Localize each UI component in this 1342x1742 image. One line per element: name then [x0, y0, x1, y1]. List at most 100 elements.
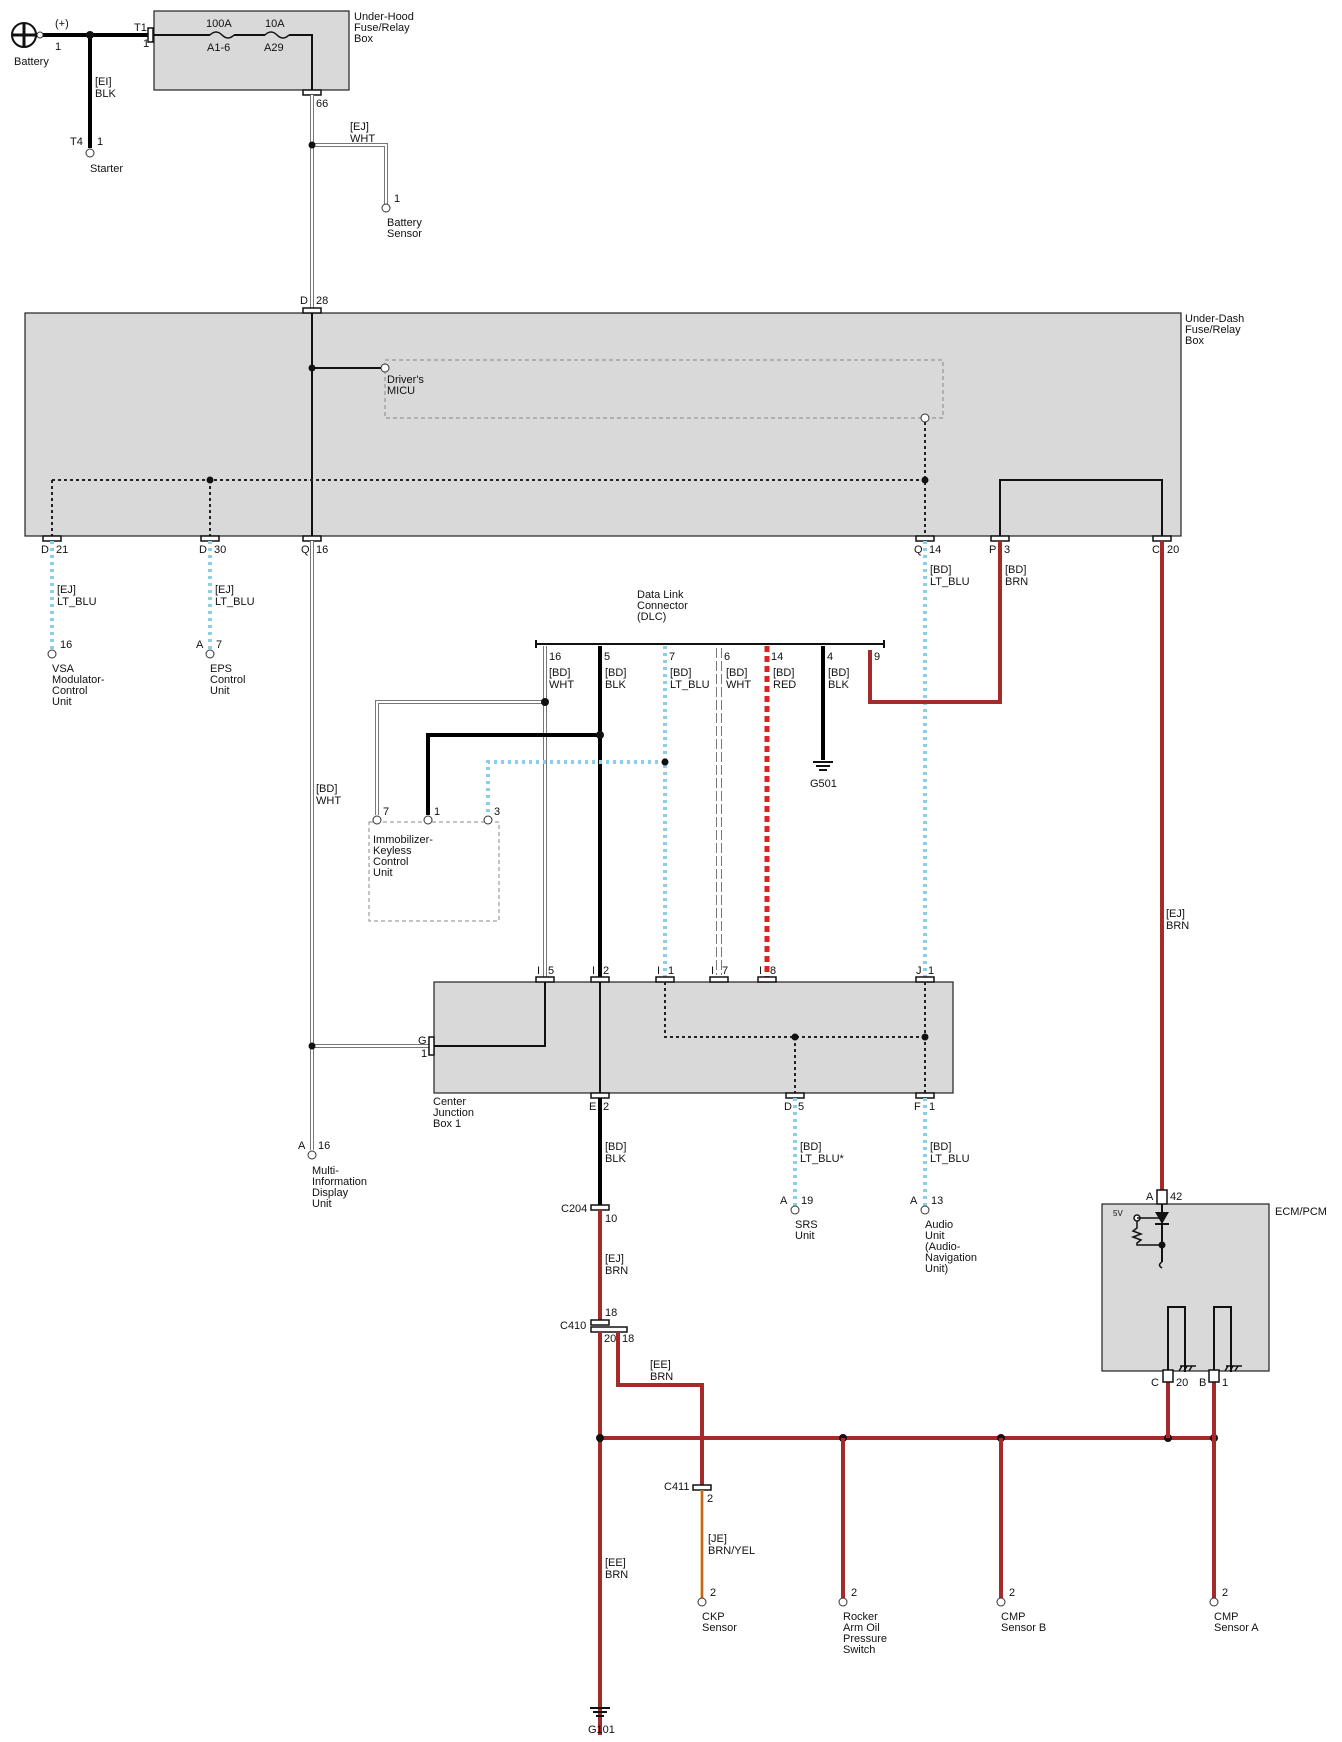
- svg-text:LT_BLU: LT_BLU: [930, 1153, 970, 1165]
- svg-text:Driver's: Driver's: [387, 374, 424, 386]
- svg-text:1: 1: [929, 1101, 935, 1113]
- svg-text:[EJ]: [EJ]: [57, 584, 76, 596]
- svg-text:Display: Display: [312, 1187, 349, 1199]
- svg-text:Center: Center: [433, 1096, 466, 1108]
- svg-text:[BD]: [BD]: [670, 667, 691, 679]
- svg-text:C410: C410: [560, 1320, 586, 1332]
- svg-text:Control: Control: [373, 856, 408, 868]
- svg-text:6: 6: [724, 651, 730, 663]
- rocker-terminal: [838, 1597, 848, 1607]
- svg-text:7: 7: [216, 639, 222, 651]
- svg-text:5V: 5V: [1113, 1209, 1123, 1218]
- svg-text:[BD]: [BD]: [316, 783, 337, 795]
- svg-text:2: 2: [851, 1587, 857, 1599]
- svg-text:LT_BLU: LT_BLU: [215, 596, 255, 608]
- svg-text:A: A: [780, 1195, 788, 1207]
- q16-connector: [302, 535, 322, 542]
- imm-pin7-terminal: [372, 815, 382, 825]
- svg-text:LT_BLU: LT_BLU: [670, 679, 710, 691]
- svg-text:66: 66: [316, 98, 328, 110]
- svg-text:A1-6: A1-6: [207, 42, 230, 54]
- svg-text:42: 42: [1170, 1191, 1182, 1203]
- svg-text:2: 2: [603, 1101, 609, 1113]
- svg-text:28: 28: [316, 295, 328, 307]
- svg-text:A: A: [196, 639, 204, 651]
- svg-text:RED: RED: [773, 679, 796, 691]
- svg-text:Data Link: Data Link: [637, 589, 684, 601]
- svg-text:BLK: BLK: [605, 679, 626, 691]
- svg-text:[EE]: [EE]: [605, 1557, 626, 1569]
- svg-text:T4: T4: [70, 136, 83, 148]
- svg-text:WHT: WHT: [549, 679, 574, 691]
- svg-text:Unit: Unit: [795, 1230, 815, 1242]
- svg-text:BLK: BLK: [828, 679, 849, 691]
- chassis-ground-icons: [1178, 1365, 1242, 1372]
- svg-text:100A: 100A: [206, 18, 232, 30]
- c410-connector: [590, 1326, 628, 1333]
- svg-text:20: 20: [1176, 1377, 1188, 1389]
- d28-connector: [302, 307, 322, 314]
- svg-text:LT_BLU: LT_BLU: [57, 596, 97, 608]
- battery-label: Battery: [14, 56, 49, 68]
- svg-text:A29: A29: [264, 42, 284, 54]
- svg-text:BLK: BLK: [95, 88, 116, 100]
- i8-connector: [757, 976, 777, 983]
- svg-text:30: 30: [214, 544, 226, 556]
- i5-connector: [535, 976, 555, 983]
- svg-text:2: 2: [603, 965, 609, 977]
- audio-terminal: [920, 1205, 930, 1215]
- svg-text:I: I: [537, 965, 540, 977]
- svg-text:WHT: WHT: [726, 679, 751, 691]
- under-hood-label-1: Under-Hood: [354, 11, 414, 23]
- c411-connector: [692, 1484, 712, 1491]
- svg-text:2: 2: [1009, 1587, 1015, 1599]
- i2-connector: [590, 976, 610, 983]
- svg-text:CKP: CKP: [702, 1611, 725, 1623]
- svg-text:1: 1: [421, 1048, 427, 1060]
- svg-text:(Audio-: (Audio-: [925, 1241, 961, 1253]
- svg-text:[EJ]: [EJ]: [1166, 908, 1185, 920]
- svg-text:EPS: EPS: [210, 663, 232, 675]
- svg-text:1: 1: [668, 965, 674, 977]
- vsa-terminal: [47, 649, 57, 659]
- svg-text:T1: T1: [134, 22, 147, 34]
- svg-text:WHT: WHT: [316, 795, 341, 807]
- svg-text:I: I: [759, 965, 762, 977]
- svg-text:D: D: [199, 544, 207, 556]
- svg-text:A: A: [910, 1195, 918, 1207]
- ground-g101-icon: [590, 1707, 610, 1717]
- svg-text:Control: Control: [210, 674, 245, 686]
- svg-text:Battery: Battery: [387, 217, 422, 229]
- svg-text:[BD]: [BD]: [930, 1141, 951, 1153]
- svg-text:16: 16: [549, 651, 561, 663]
- svg-text:Box: Box: [354, 33, 373, 45]
- srs-terminal: [790, 1205, 800, 1215]
- svg-text:Q: Q: [301, 544, 310, 556]
- svg-text:Unit: Unit: [312, 1198, 332, 1210]
- under-dash-fuse-box: [24, 312, 1182, 537]
- svg-text:E: E: [589, 1101, 596, 1113]
- svg-text:CMP: CMP: [1214, 1611, 1238, 1623]
- cmpb-terminal: [996, 1597, 1006, 1607]
- svg-text:20: 20: [1167, 544, 1179, 556]
- t1-connector: [147, 27, 154, 43]
- svg-text:[BD]: [BD]: [605, 667, 626, 679]
- eps-terminal: [205, 649, 215, 659]
- svg-text:18: 18: [605, 1307, 617, 1319]
- svg-text:Q: Q: [914, 544, 923, 556]
- svg-text:[EJ]: [EJ]: [605, 1253, 624, 1265]
- svg-text:Unit: Unit: [210, 685, 230, 697]
- svg-text:D: D: [300, 295, 308, 307]
- svg-text:G: G: [418, 1035, 427, 1047]
- svg-text:Audio: Audio: [925, 1219, 953, 1231]
- svg-text:C411: C411: [664, 1481, 689, 1493]
- svg-text:Sensor A: Sensor A: [1214, 1622, 1259, 1634]
- svg-text:14: 14: [771, 651, 783, 663]
- cmpa-terminal: [1209, 1597, 1219, 1607]
- svg-text:A: A: [1146, 1191, 1154, 1203]
- battery-pin-label: 1: [55, 41, 61, 53]
- battery-plus-label: (+): [55, 18, 69, 30]
- svg-text:Modulator-: Modulator-: [52, 674, 105, 686]
- svg-text:13: 13: [931, 1195, 943, 1207]
- svg-text:Unit: Unit: [373, 867, 393, 879]
